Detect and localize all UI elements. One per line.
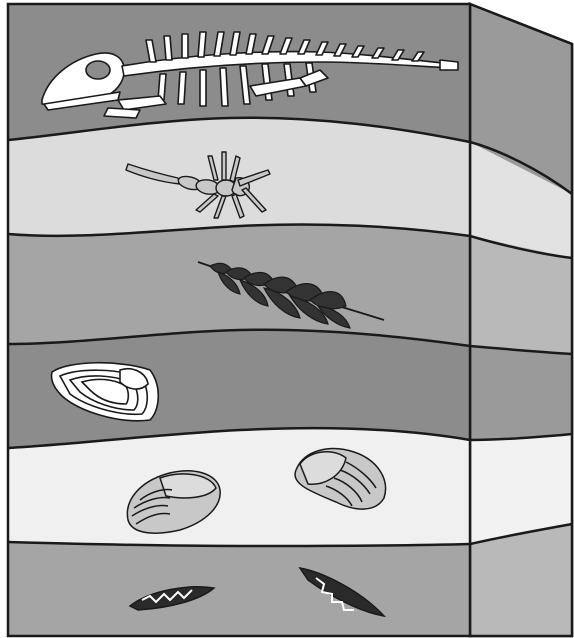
layer-3	[8, 224, 470, 346]
block-side-face	[470, 4, 572, 636]
layer-2	[8, 118, 470, 236]
layer-6	[8, 542, 470, 636]
layer-5	[8, 428, 470, 546]
